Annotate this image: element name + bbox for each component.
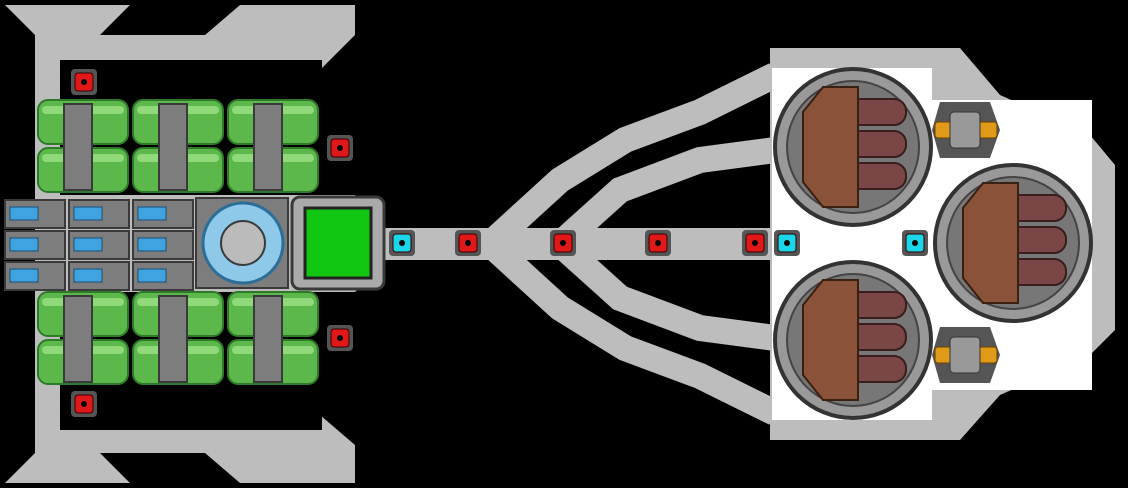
- side-gun[interactable]: [932, 327, 1000, 383]
- turret-body: [962, 182, 1019, 304]
- red-door[interactable]: [742, 230, 768, 256]
- red-door[interactable]: [550, 230, 576, 256]
- pipe-connector: [158, 103, 188, 191]
- battery-indicator: [137, 237, 167, 252]
- reactor-center: [220, 220, 266, 266]
- gun-housing: [949, 336, 981, 374]
- turret-body: [802, 86, 859, 208]
- battery-indicator: [73, 268, 103, 283]
- battery-indicator: [137, 268, 167, 283]
- hull-inner-upper: [551, 137, 777, 254]
- door-lock-icon: [912, 240, 918, 246]
- battery-indicator: [73, 206, 103, 221]
- red-door[interactable]: [71, 391, 97, 417]
- door-lock-icon: [81, 79, 87, 85]
- red-door[interactable]: [645, 230, 671, 256]
- gun-housing: [949, 111, 981, 149]
- turret-body: [802, 279, 859, 401]
- door-lock-icon: [337, 335, 343, 341]
- fuel-tank-block: [37, 99, 129, 193]
- door-lock-icon: [81, 401, 87, 407]
- door-lock-icon: [465, 240, 471, 246]
- hull-branch-lower: [481, 234, 781, 425]
- battery-indicator: [9, 268, 39, 283]
- shield-room[interactable]: [303, 206, 373, 280]
- red-door[interactable]: [455, 230, 481, 256]
- fuel-tank-block: [132, 99, 224, 193]
- door-lock-icon: [752, 240, 758, 246]
- door-lock-icon: [560, 240, 566, 246]
- red-door[interactable]: [71, 69, 97, 95]
- door-lock-icon: [784, 240, 790, 246]
- fuel-tank-block: [227, 99, 319, 193]
- fuel-tank-block: [227, 291, 319, 385]
- cyan-door[interactable]: [774, 230, 800, 256]
- door-lock-icon: [655, 240, 661, 246]
- battery-indicator: [137, 206, 167, 221]
- cyan-door[interactable]: [902, 230, 928, 256]
- hull-inner-lower: [551, 234, 777, 351]
- weapon-turret[interactable]: [773, 260, 933, 420]
- door-lock-icon: [399, 240, 405, 246]
- battery-indicator: [9, 206, 39, 221]
- cyan-door[interactable]: [389, 230, 415, 256]
- battery-indicator: [73, 237, 103, 252]
- hull-branch-upper: [481, 63, 781, 254]
- red-door[interactable]: [327, 325, 353, 351]
- pipe-connector: [158, 295, 188, 383]
- pipe-connector: [63, 295, 93, 383]
- pipe-connector: [253, 295, 283, 383]
- pipe-connector: [63, 103, 93, 191]
- side-gun[interactable]: [932, 102, 1000, 158]
- red-door[interactable]: [327, 135, 353, 161]
- fuel-tank-block: [37, 291, 129, 385]
- battery-indicator: [9, 237, 39, 252]
- pipe-connector: [253, 103, 283, 191]
- door-lock-icon: [337, 145, 343, 151]
- weapon-turret[interactable]: [933, 163, 1093, 323]
- fuel-tank-block: [132, 291, 224, 385]
- weapon-turret[interactable]: [773, 67, 933, 227]
